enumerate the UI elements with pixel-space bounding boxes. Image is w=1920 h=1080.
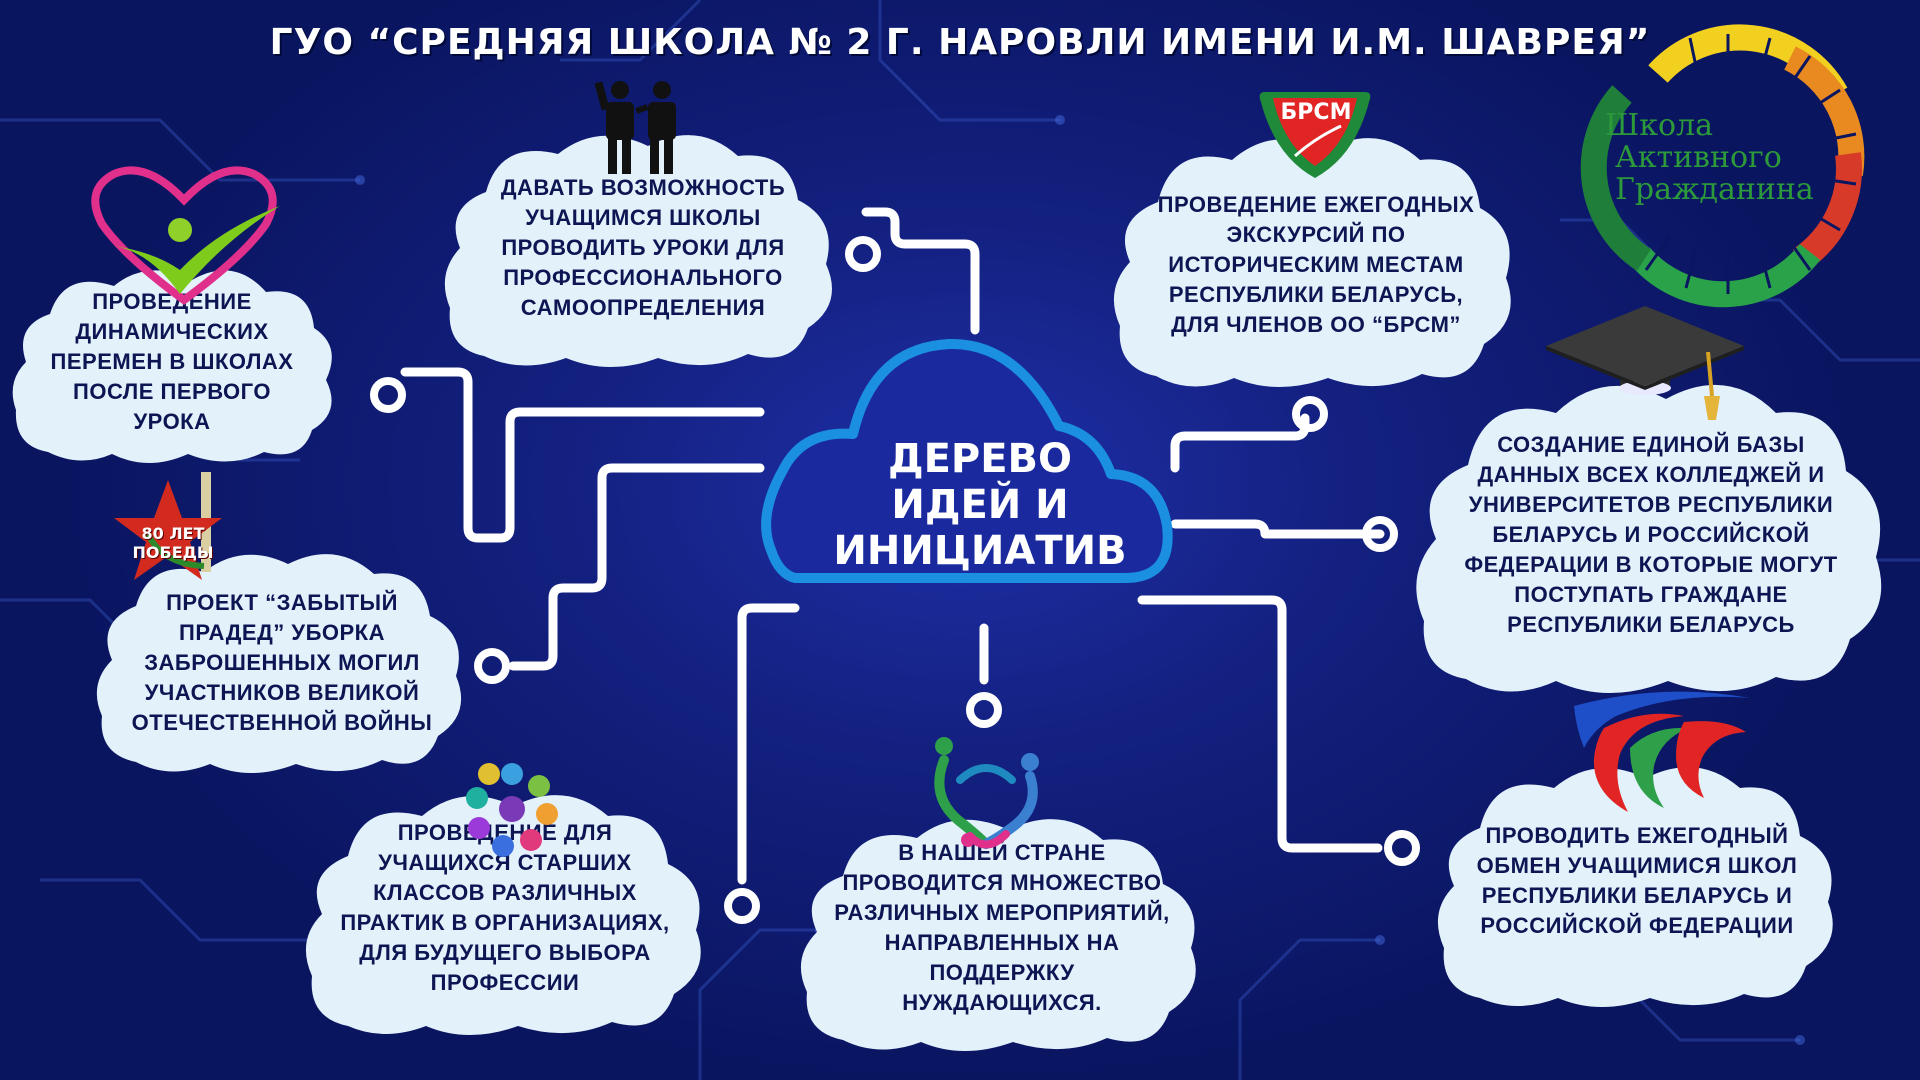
idea-cloud-practices: Проведение для учащихся старших классов …: [300, 788, 712, 1038]
idea-cloud-self-determination: Давать возможность учащимся школы провод…: [438, 128, 843, 368]
center-cloud-shape: [761, 338, 1173, 583]
center-cloud: [755, 330, 1175, 610]
brsm-label: БРСМ: [1280, 100, 1352, 125]
idea-text: Проект “Забытый прадед” уборка заброшенн…: [131, 590, 433, 735]
union-flag-icon: [1564, 688, 1754, 812]
school-title: ГУО “СРЕДНЯЯ ШКОЛА № 2 Г. НАРОВЛИ ИМЕНИ …: [269, 22, 1651, 63]
cloud-shape: [305, 795, 701, 1035]
cloud-shape: [800, 819, 1196, 1051]
center-title: ДЕРЕВО ИДЕЙ И ИНИЦИАТИВ: [833, 435, 1127, 574]
victory-star-icon: [108, 472, 258, 592]
idea-text: Проведение динамических перемен в школах…: [50, 289, 294, 434]
idea-text: Проведение ежегодных экскурсий по истори…: [1157, 192, 1475, 337]
logo-line: Гражданина: [1615, 172, 1814, 207]
heart-checkmark-icon: [84, 160, 284, 310]
cloud-shape: [1416, 384, 1882, 693]
idea-text: В нашей стране проводится множество разл…: [834, 840, 1170, 1015]
cloud-shape: [1437, 767, 1833, 1007]
idea-cloud-support: В нашей стране проводится множество разл…: [795, 812, 1207, 1052]
idea-cloud-student-exchange: Проводить ежегодный обмен учащимися школ…: [1432, 760, 1842, 1010]
professions-icon: [465, 762, 559, 857]
idea-text: Проводить ежегодный обмен учащимися школ…: [1476, 823, 1798, 938]
logo-line: Активного: [1615, 140, 1782, 175]
helping-hands-icon: [930, 736, 1042, 856]
graduation-cap-icon: [1540, 300, 1750, 420]
logo-line: Школа: [1605, 108, 1713, 143]
idea-text: Создание единой базы данных всех колледж…: [1464, 432, 1838, 637]
brsm-emblem-icon: [1255, 86, 1375, 182]
idea-cloud-forgotten-great-grandfather: Проект “Забытый прадед” уборка заброшенн…: [92, 548, 472, 773]
cloud-shape: [12, 270, 332, 463]
active-citizen-logo-icon: [1580, 24, 1865, 308]
cloud-shape: [444, 135, 832, 367]
cloud-shape: [96, 554, 462, 773]
idea-cloud-dynamic-breaks: Проведение динамических перемен в школах…: [8, 262, 338, 463]
idea-cloud-brsm-excursions: Проведение ежегодных экскурсий по истори…: [1108, 130, 1520, 390]
idea-text: Давать возможность учащимся школы провод…: [500, 175, 786, 320]
victory-badge-text: 80 ЛЕТ ПОБЕДЫ: [132, 524, 214, 562]
people-icon: [594, 80, 688, 176]
idea-cloud-database: Создание единой базы данных всех колледж…: [1410, 375, 1890, 695]
active-citizen-logo-text: Школа Активного Гражданина: [1605, 110, 1835, 206]
cloud-shape: [1113, 138, 1511, 387]
